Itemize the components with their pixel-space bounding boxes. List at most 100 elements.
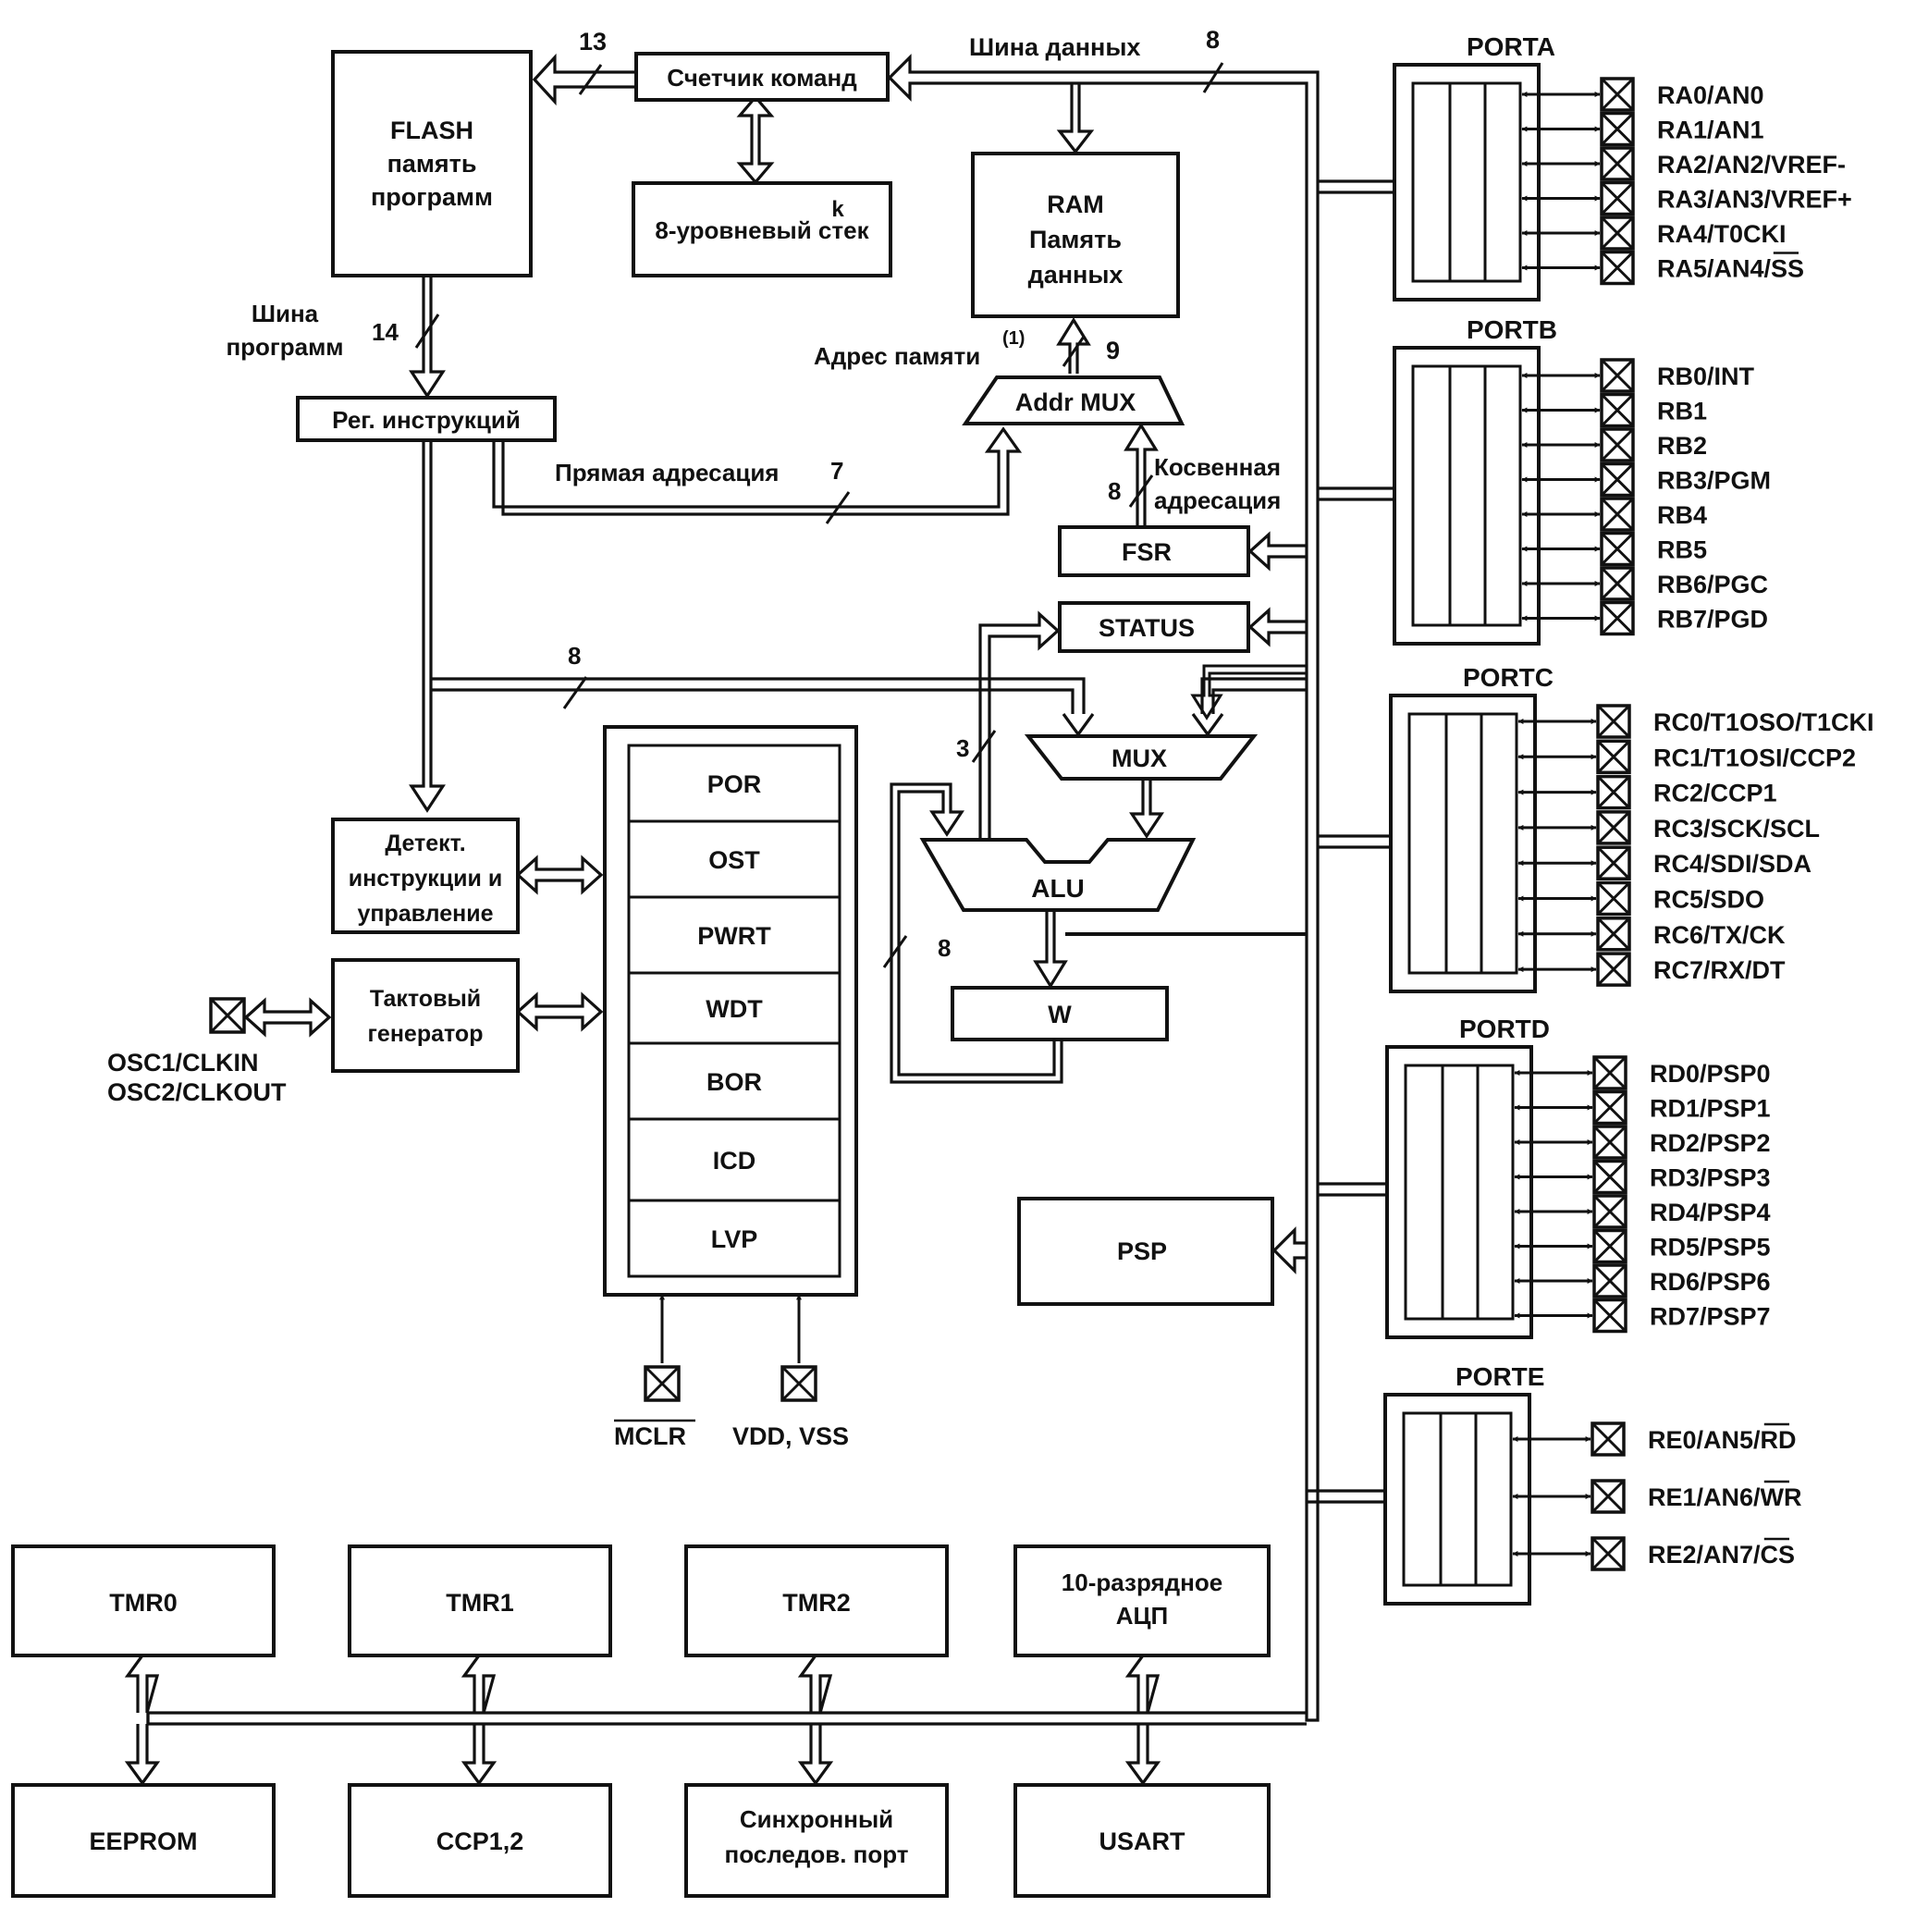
- port-name: PORTD: [1459, 1015, 1550, 1043]
- pin-label-rc5-sdo: RC5/SDO: [1653, 886, 1764, 914]
- data-bus-width: 8: [1206, 26, 1220, 54]
- pc-label: Счетчик команд: [667, 64, 857, 92]
- pin-icon: [1600, 600, 1635, 636]
- ir-to-mux-bus: [431, 677, 1086, 714]
- osc1-label: OSC1/CLKIN: [107, 1049, 259, 1077]
- pin-icon: [1600, 215, 1635, 251]
- pin-icon: [1592, 1298, 1627, 1334]
- indirect-slash: [1128, 474, 1154, 508]
- peripheral-tmr0: TMR0: [11, 1544, 276, 1657]
- ir-label: Рег. инструкций: [332, 406, 521, 434]
- pin-label-rb5: RB5: [1657, 536, 1707, 564]
- pin-icon: [1591, 1536, 1626, 1571]
- pin-icon: [1592, 1228, 1627, 1264]
- peripheral-link: [797, 1655, 833, 1714]
- pin-icon: [1592, 1125, 1627, 1160]
- ram-line-3: данных: [1028, 261, 1124, 289]
- peripheral-label-2: АЦП: [1116, 1602, 1168, 1630]
- port-name: PORTC: [1463, 663, 1554, 692]
- pin-label-rd3-psp3: RD3/PSP3: [1650, 1164, 1771, 1192]
- addr-mux-label: Addr MUX: [1015, 388, 1136, 416]
- program-bus-line-2: программ: [226, 333, 343, 361]
- peripheral-label: 10-разрядное: [1062, 1569, 1222, 1596]
- program-bus-line-1: Шина: [252, 300, 319, 327]
- ram: RAM Память данных: [971, 152, 1180, 318]
- w-width: 8: [938, 934, 951, 962]
- peripheral-link: [1124, 1655, 1161, 1714]
- program-bus-slash: [414, 314, 440, 349]
- indirect-addr-line-2: адресация: [1154, 486, 1281, 514]
- w-label: W: [1048, 1001, 1072, 1028]
- port-portd: PORTDRD0/PSP0RD1/PSP1RD2/PSP2RD3/PSP3RD4…: [1385, 1015, 1771, 1339]
- peripheral-link: [1124, 1724, 1161, 1786]
- peripheral-label: EEPROM: [89, 1827, 197, 1855]
- pin-icon: [1591, 1421, 1626, 1457]
- pin-label-rc4-sdi-sda: RC4/SDI/SDA: [1653, 850, 1812, 878]
- data-bus-arrow-pc: [887, 54, 1320, 1722]
- pin-label-rb3-pgm: RB3/PGM: [1657, 467, 1771, 495]
- stack-label: 8-уровневый стек: [655, 216, 869, 244]
- flash-line-1: FLASH: [390, 117, 473, 144]
- decoder-line-3: управление: [357, 901, 493, 927]
- pin-label-rc7-rx-dt: RC7/RX/DT: [1653, 956, 1786, 984]
- peripheral-usart: USART: [1013, 1783, 1271, 1898]
- addr-mux: Addr MUX: [962, 375, 1185, 425]
- port-name: PORTE: [1455, 1362, 1544, 1391]
- peripheral-label: TMR1: [446, 1589, 514, 1617]
- pin-label-ra5-an4-ss: RA5/AN4/SS: [1657, 255, 1804, 283]
- peripheral-link: [461, 1724, 497, 1786]
- instruction-register: Рег. инструкций: [296, 396, 557, 442]
- pin-icon: [1600, 358, 1635, 393]
- pin-label-ra3-an3-vref: RA3/AN3/VREF+: [1657, 186, 1852, 214]
- program-bus: [409, 276, 446, 399]
- ir-mux-head: [1062, 713, 1095, 737]
- alu: ALU: [919, 838, 1197, 912]
- pin-label-rd4-psp4: RD4/PSP4: [1650, 1199, 1771, 1226]
- pc-stack-bus: [736, 94, 775, 185]
- pin-icon: [1600, 180, 1635, 216]
- port-name: PORTA: [1467, 32, 1555, 61]
- data-bus-label: Шина данных: [969, 33, 1140, 61]
- pin-label-rc1-t1osi-ccp2: RC1/T1OSI/CCP2: [1653, 744, 1856, 771]
- ports: PORTARA0/AN0RA1/AN1RA2/AN2/VREF-RA3/AN3/…: [1383, 32, 1874, 1606]
- clock-line-2: генератор: [368, 1021, 484, 1047]
- pin-icon: [1592, 1089, 1627, 1126]
- pin-icon: [1592, 1194, 1627, 1229]
- reset-block-wdt: WDT: [706, 995, 763, 1023]
- pin-label-rb7-pgd: RB7/PGD: [1657, 606, 1768, 634]
- peripheral-eeprom: EEPROM: [11, 1783, 276, 1898]
- pin-icon: [1600, 566, 1635, 601]
- pin-label-re2-an7-cs: RE2/AN7/CS: [1648, 1541, 1795, 1569]
- decoder-line-2: инструкции и: [349, 866, 502, 892]
- pin-label-rb6-pgc: RB6/PGC: [1657, 571, 1768, 598]
- peripheral-label: USART: [1099, 1827, 1186, 1855]
- mclr-label: MCLR: [614, 1422, 686, 1450]
- bus-to-status: [1247, 607, 1307, 647]
- mclr-pin-icon: [644, 1365, 681, 1402]
- pin-label-rb4: RB4: [1657, 501, 1707, 529]
- alu-to-w: [1033, 910, 1068, 990]
- status-width: 3: [956, 734, 969, 762]
- pin-label-re1-an6-wr: RE1/AN6/WR: [1648, 1483, 1802, 1511]
- port-name: PORTB: [1467, 315, 1557, 344]
- direct-addr-bus: [492, 426, 1023, 516]
- pin-icon: [1600, 146, 1635, 181]
- pin-label-rd1-psp1: RD1/PSP1: [1650, 1095, 1771, 1123]
- reset-block-ost: OST: [708, 846, 760, 874]
- osc2-label: OSC2/CLKOUT: [107, 1078, 287, 1106]
- mux: MUX: [1024, 734, 1259, 781]
- status-register: STATUS: [1058, 601, 1250, 653]
- peripheral-tmr1: TMR1: [348, 1544, 612, 1657]
- peripheral-tmr2: TMR2: [684, 1544, 949, 1657]
- osc-pin-icon: [209, 997, 246, 1034]
- mux-to-alu: [1129, 779, 1164, 839]
- osc-clock-bus: [243, 997, 332, 1038]
- ram-addr-label: Адрес памяти: [814, 342, 980, 370]
- pin-label-rb1: RB1: [1657, 398, 1707, 425]
- alu-out-to-bus-2: [1190, 664, 1307, 720]
- pin-icon: [1600, 111, 1635, 147]
- fsr-register: FSR: [1058, 525, 1250, 577]
- peripheral-label: CCP1,2: [436, 1827, 524, 1855]
- pin-icon: [1596, 810, 1631, 845]
